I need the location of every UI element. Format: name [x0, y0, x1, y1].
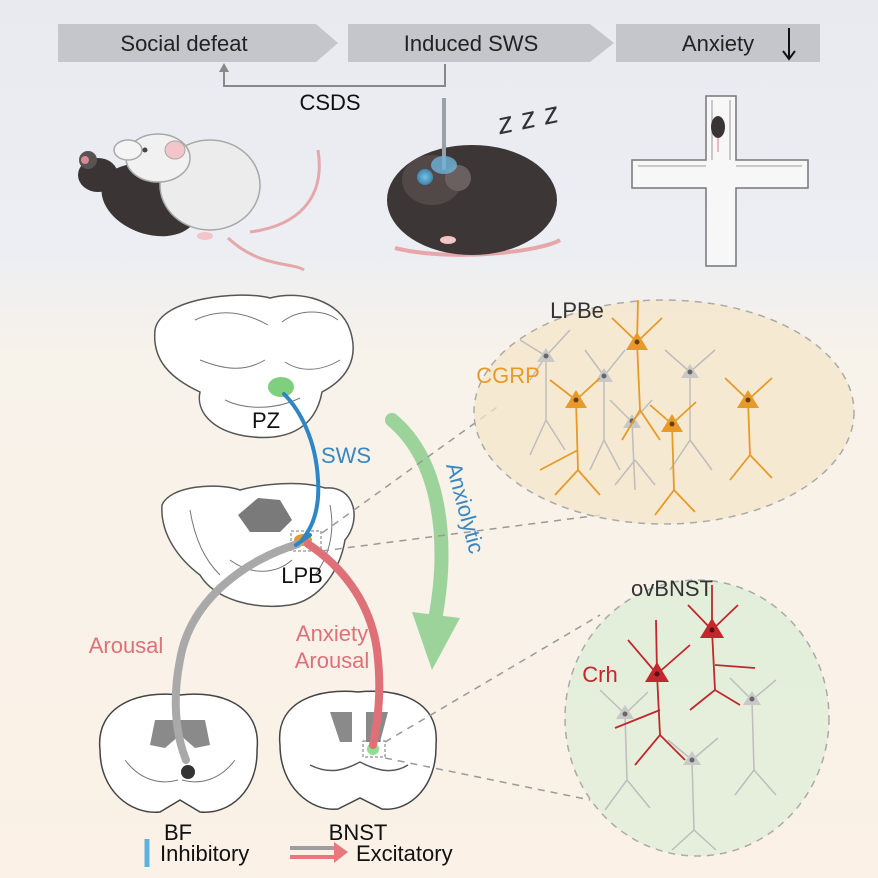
csds-label: CSDS: [299, 90, 360, 115]
crh-neurons: [614, 585, 756, 766]
legend: Inhibitory Excitatory: [92, 839, 453, 867]
flow-step-social-defeat-label: Social defeat: [120, 31, 247, 56]
flow-step-anxiety-box: [616, 24, 820, 62]
anxiolytic-arrow: [385, 413, 449, 627]
inhibitory-legend-label: Inhibitory: [160, 841, 249, 866]
inhibitory-legend-icon: [92, 839, 150, 867]
zoom-guide-lines: [321, 404, 601, 801]
anxiolytic-label: Anxiolytic: [441, 460, 489, 556]
sleeping-mouse-illustration: [387, 98, 562, 257]
lpb-region-label: LPB: [281, 563, 323, 588]
flow-banner: Social defeat Induced SWS Anxiety CSDS: [58, 24, 820, 115]
bnst-region-label: BNST: [329, 820, 388, 845]
sws-inhibitory-pathway-pz-lpb: [282, 392, 321, 542]
crh-marker-label: Crh: [582, 662, 617, 687]
flow-step-anxiety-label: Anxiety: [682, 31, 754, 56]
ovbnst-inset: [564, 579, 830, 857]
pathways: [171, 392, 460, 764]
arousal-pathway-label: Arousal: [89, 633, 164, 658]
excitatory-legend-icon: [290, 842, 348, 863]
bf-region-label: BF: [164, 820, 192, 845]
coronal-section-bnst: [279, 690, 437, 810]
anxiety-arousal-pathway-lpb-bnst: [304, 540, 384, 749]
feedback-loop-arrow: [219, 63, 446, 87]
social-defeat-mice-illustration: [78, 133, 321, 272]
sleep-zzz-label: z z z: [493, 96, 561, 141]
gray-neurons-lpbe: [519, 329, 716, 491]
sws-pathway-label: SWS: [321, 443, 371, 468]
flow-step-induced-sws-arrow: [348, 24, 614, 62]
flow-step-induced-sws-label: Induced SWS: [404, 31, 539, 56]
anxiety-pathway-label: Anxiety: [296, 621, 368, 646]
pz-region-label: PZ: [252, 408, 280, 433]
brainstem-section-pz: [153, 294, 354, 439]
excitatory-legend-label: Excitatory: [356, 841, 453, 866]
flow-step-social-defeat-arrow: [58, 24, 338, 62]
arousal-secondary-pathway-label: Arousal: [295, 648, 370, 673]
elevated-plus-maze-icon: [631, 95, 809, 267]
down-arrow-icon: [782, 28, 796, 61]
brainstem-section-lpb: [161, 482, 355, 607]
lpbe-inset-title: LPBe: [550, 298, 604, 323]
cgrp-neurons: [539, 299, 773, 516]
arousal-pathway-lpb-bf: [171, 540, 302, 764]
gray-neurons-ovbnst: [599, 677, 777, 851]
lpbe-inset: [473, 299, 855, 525]
cgrp-marker-label: CGRP: [476, 363, 540, 388]
ovbnst-inset-title: ovBNST: [631, 576, 713, 601]
